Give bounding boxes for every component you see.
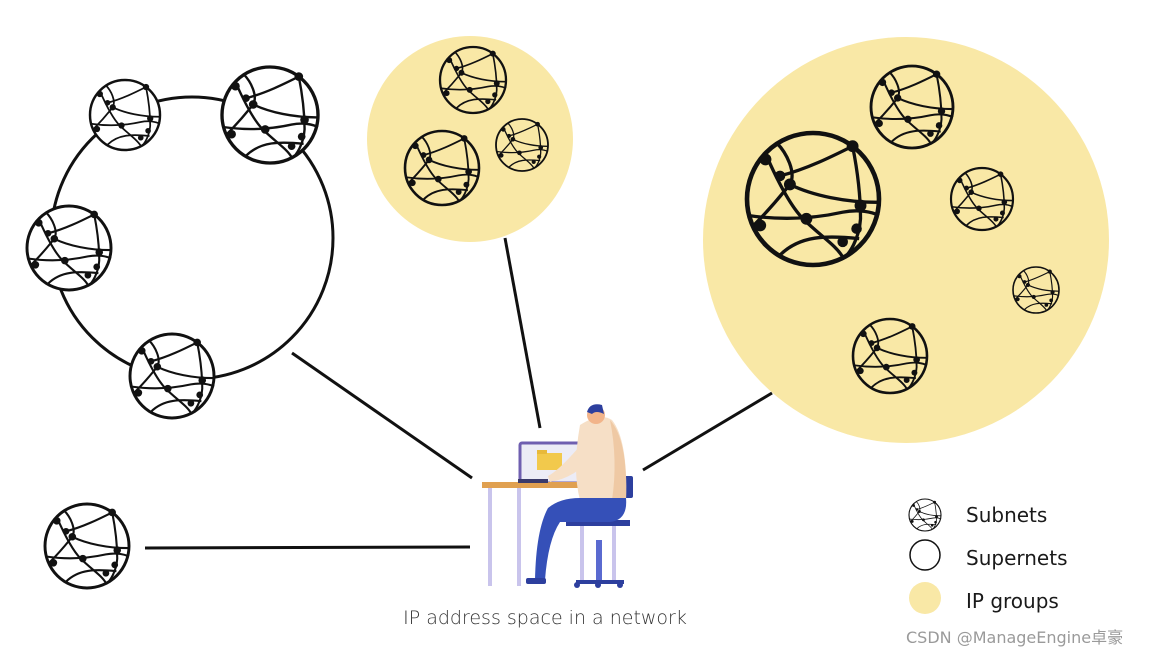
legend-subnets-label: Subnets bbox=[966, 503, 1048, 527]
legend-supernets-label: Supernets bbox=[966, 546, 1068, 570]
connector-supernet bbox=[291, 351, 473, 480]
watermark: CSDN @ManageEngine卓豪 bbox=[906, 628, 1124, 647]
ip-group-circle-icon bbox=[909, 582, 941, 614]
ip-group-large bbox=[703, 37, 1109, 443]
supernet-circle-icon bbox=[909, 539, 941, 571]
subnet-globe-icon bbox=[909, 499, 941, 531]
connector-subnet bbox=[144, 545, 471, 550]
supernet-group bbox=[27, 67, 333, 418]
person-at-desk-illustration bbox=[482, 404, 633, 588]
legend-ip-groups-label: IP groups bbox=[966, 589, 1059, 613]
ip-group-small bbox=[367, 36, 573, 242]
diagram-caption: IP address space in a network bbox=[403, 607, 687, 629]
standalone-subnet bbox=[45, 504, 129, 588]
connector-ipgroup-large bbox=[642, 391, 773, 472]
connector-ipgroup-small bbox=[503, 237, 542, 429]
